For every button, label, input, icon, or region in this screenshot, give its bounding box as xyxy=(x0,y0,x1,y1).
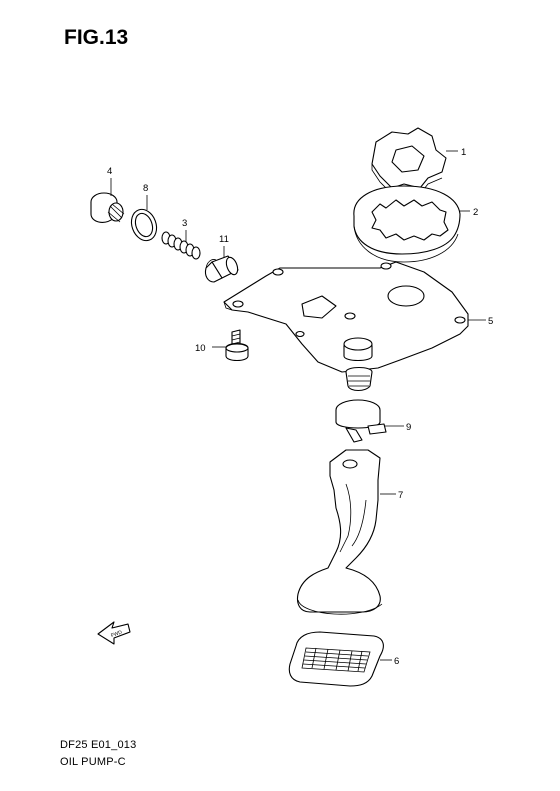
callout-6: 6 xyxy=(394,656,399,667)
part-6-screen[interactable] xyxy=(288,631,384,687)
part-11-relief-valve[interactable] xyxy=(204,255,239,283)
part-10-bolt[interactable] xyxy=(225,329,249,362)
part-2-outer-rotor[interactable] xyxy=(353,185,461,263)
callout-3: 3 xyxy=(182,218,187,229)
callout-10: 10 xyxy=(195,343,206,354)
callout-1: 1 xyxy=(461,147,466,158)
figure-title: FIG.13 xyxy=(64,26,129,49)
part-4-plug[interactable] xyxy=(90,192,125,223)
callout-9: 9 xyxy=(406,422,411,433)
fwd-label: FWD xyxy=(110,629,123,639)
part-1-inner-rotor[interactable] xyxy=(371,127,447,195)
callout-4: 4 xyxy=(107,166,112,177)
drawing-code: DF25 E01_013 xyxy=(60,739,137,751)
part-5-pump-case[interactable] xyxy=(223,261,469,392)
forward-arrow-icon: FWD xyxy=(97,621,131,645)
callout-5: 5 xyxy=(488,316,493,327)
callout-2: 2 xyxy=(473,207,478,218)
part-8-washer[interactable] xyxy=(127,206,160,244)
part-3-spring[interactable] xyxy=(161,231,201,260)
drawing-name: OIL PUMP-C xyxy=(60,756,126,768)
callout-8: 8 xyxy=(143,183,148,194)
part-7-strainer-pipe[interactable] xyxy=(296,449,383,615)
callout-7: 7 xyxy=(398,490,403,501)
part-9-clamp[interactable] xyxy=(335,399,387,443)
callout-11: 11 xyxy=(219,234,229,245)
